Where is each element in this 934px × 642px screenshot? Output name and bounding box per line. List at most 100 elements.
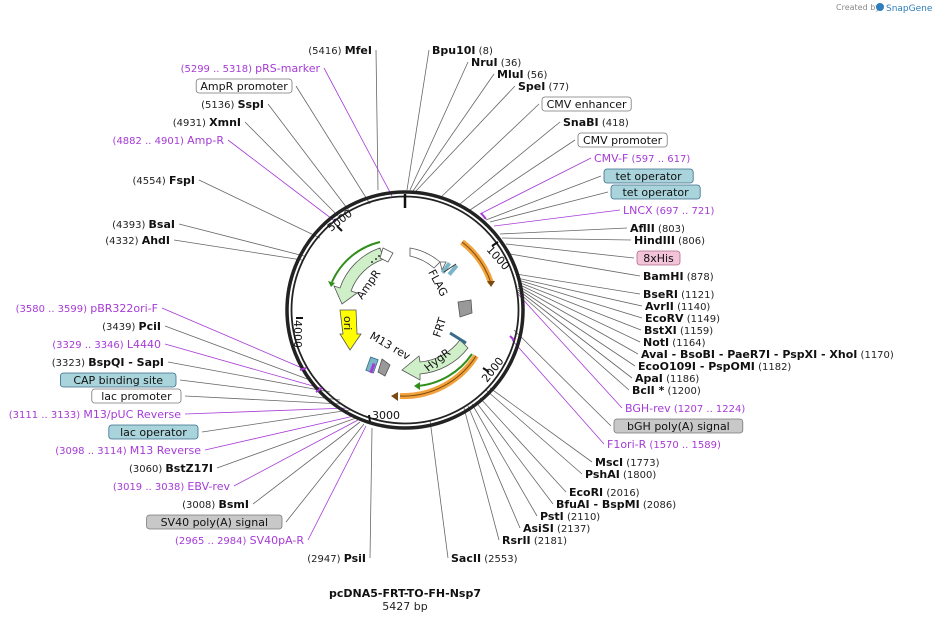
label-cmv-promoter[interactable]: CMV promoter (577, 132, 668, 148)
label-msci[interactable]: MscI (1773) (595, 456, 660, 469)
label-mfei[interactable]: (5416) MfeI (308, 44, 372, 57)
tet-operator-shape (440, 261, 452, 275)
label-ahdi[interactable]: (4332) AhdI (105, 234, 170, 247)
leader-bpu10i (406, 49, 430, 191)
enzyme-position: (1800) (620, 470, 657, 481)
enzyme-name: PciI (139, 320, 161, 333)
leader-noti (517, 283, 641, 343)
label-pshai[interactable]: PshAI (1800) (585, 468, 656, 481)
label-text: (5416) MfeI (308, 44, 372, 57)
label-ecoo109i[interactable]: EcoO109I - PspOMI (1182) (638, 360, 791, 373)
label-cmv-f[interactable]: CMV-F (597 .. 617) (594, 152, 690, 165)
enzyme-name: SacII (451, 552, 481, 565)
leader-psii (369, 427, 373, 559)
enzyme-position: (2553) (481, 554, 518, 565)
leader-cmv-f (479, 157, 592, 215)
label-nrui[interactable]: NruI (36) (471, 56, 521, 69)
label-8xhis[interactable]: 8xHis (636, 250, 681, 266)
primer-name: F1ori-R (607, 438, 647, 451)
label-asisi[interactable]: AsiSI (2137) (523, 522, 590, 535)
label-bgh-rev[interactable]: BGH-rev (1207 .. 1224) (625, 402, 745, 415)
label-ampr-promoter[interactable]: AmpR promoter (195, 78, 293, 94)
label-sacii[interactable]: SacII (2553) (451, 552, 518, 565)
label-lac-promoter[interactable]: lac promoter (91, 388, 182, 404)
enzyme-position: (2947) (307, 554, 343, 565)
leader-pbr322ori-f (161, 307, 303, 369)
label-tet-operator[interactable]: tet operator (603, 168, 694, 184)
label-sv40pa-r[interactable]: (2965 .. 2984) SV40pA-R (175, 534, 304, 547)
label-pbr322ori-f[interactable]: (3580 .. 3599) pBR322ori-F (16, 302, 158, 315)
label-psii[interactable]: (2947) PsiI (307, 552, 366, 565)
label-noti[interactable]: NotI (1164) (643, 336, 706, 349)
label-bspqi[interactable]: (3323) BspQI - SapI (52, 356, 164, 369)
label-xmni[interactable]: (4931) XmnI (173, 116, 241, 129)
hygr-arrow[interactable] (401, 339, 469, 381)
label-pcii[interactable]: (3439) PciI (102, 320, 161, 333)
enzyme-position: (1149) (684, 314, 721, 325)
label-tet-operator[interactable]: tet operator (610, 184, 701, 200)
label-ecori[interactable]: EcoRI (2016) (569, 486, 640, 499)
enzyme-name: BstXI (644, 324, 677, 337)
label-ecorv[interactable]: EcoRV (1149) (645, 312, 720, 325)
label-bgh-poly-a-signal[interactable]: bGH poly(A) signal (613, 418, 744, 434)
primer-name: EBV-rev (187, 480, 230, 493)
feature-name: lac operator (120, 426, 187, 439)
label-lac-operator[interactable]: lac operator (108, 424, 199, 440)
label-bstxi[interactable]: BstXI (1159) (644, 324, 713, 337)
label-bamhi[interactable]: BamHI (878) (643, 270, 714, 283)
label-l4440[interactable]: (3329 .. 3346) L4440 (52, 338, 161, 351)
label-aflii[interactable]: AflII (803) (630, 222, 685, 235)
label-psti[interactable]: PstI (2110) (540, 510, 600, 523)
label-bsai[interactable]: (4393) BsaI (112, 218, 175, 231)
label-spei[interactable]: SpeI (77) (518, 80, 569, 93)
label-snabi[interactable]: SnaBI (418) (563, 116, 629, 129)
enzyme-name: SpeI (518, 80, 545, 93)
leader-m13-puc-reverse (184, 407, 349, 415)
leader-ecori (479, 397, 567, 493)
label-amp-r[interactable]: (4882 .. 4901) Amp-R (113, 134, 225, 147)
label-ebv-rev[interactable]: (3019 .. 3038) EBV-rev (113, 480, 231, 493)
label-bfuai[interactable]: BfuAI - BspMI (2086) (556, 498, 676, 511)
label-bseri[interactable]: BseRI (1121) (643, 288, 714, 301)
label-rsrii[interactable]: RsrII (2181) (502, 534, 567, 547)
leader-lncx (493, 209, 621, 227)
label-m13-puc-reverse[interactable]: (3111 .. 3133) M13/pUC Reverse (9, 408, 181, 421)
ori-arrow[interactable] (339, 309, 362, 351)
label-bcli[interactable]: BclI * (1200) (632, 384, 701, 397)
label-sspi[interactable]: (5136) SspI (201, 98, 264, 111)
label-text: EcoO109I - PspOMI (1182) (638, 360, 791, 373)
leader-sspi (267, 103, 351, 213)
label-avai[interactable]: AvaI - BsoBI - PaeR7I - PspXI - XhoI (11… (641, 348, 894, 361)
label-f1ori-r[interactable]: F1ori-R (1570 .. 1589) (607, 438, 721, 451)
label-leader-lines (161, 49, 643, 559)
feature-box (146, 514, 283, 530)
label-m13-reverse[interactable]: (3098 .. 3114) M13 Reverse (55, 444, 201, 457)
enzyme-name: HindIII (634, 234, 675, 247)
label-mlui[interactable]: MluI (56) (497, 68, 547, 81)
leader-rsrii (463, 407, 500, 541)
label-text: SpeI (77) (518, 80, 569, 93)
label-cap-binding-site[interactable]: CAP binding site (60, 372, 177, 388)
label-apai[interactable]: ApaI (1186) (635, 372, 699, 385)
label-bstz17i[interactable]: (3060) BstZ17I (129, 462, 213, 475)
label-lncx[interactable]: LNCX (697 .. 721) (623, 204, 715, 217)
label-avrii[interactable]: AvrII (1140) (645, 300, 710, 313)
label-fspi[interactable]: (4554) FspI (133, 174, 195, 187)
label-text: BfuAI - BspMI (2086) (556, 498, 676, 511)
leader-avai (517, 285, 639, 355)
label-prs-marker[interactable]: (5299 .. 5318) pRS-marker (181, 62, 321, 75)
label-cmv-enhancer[interactable]: CMV enhancer (541, 96, 632, 112)
leader-bfuai (475, 401, 554, 505)
label-bsmi[interactable]: (3008) BsmI (182, 498, 249, 511)
label-text: (2947) PsiI (307, 552, 366, 565)
label-text: AvrII (1140) (645, 300, 710, 313)
enzyme-position: (2137) (554, 524, 591, 535)
label-text: HindIII (806) (634, 234, 705, 247)
enzyme-name: NotI (643, 336, 669, 349)
enzyme-position: (3323) (52, 358, 88, 369)
label-bpu10i[interactable]: Bpu10I (8) (432, 44, 493, 57)
label-sv40-poly-a-signal[interactable]: SV40 poly(A) signal (146, 514, 283, 530)
label-hindiii[interactable]: HindIII (806) (634, 234, 705, 247)
primer-range: (3019 .. 3038) (113, 482, 188, 493)
